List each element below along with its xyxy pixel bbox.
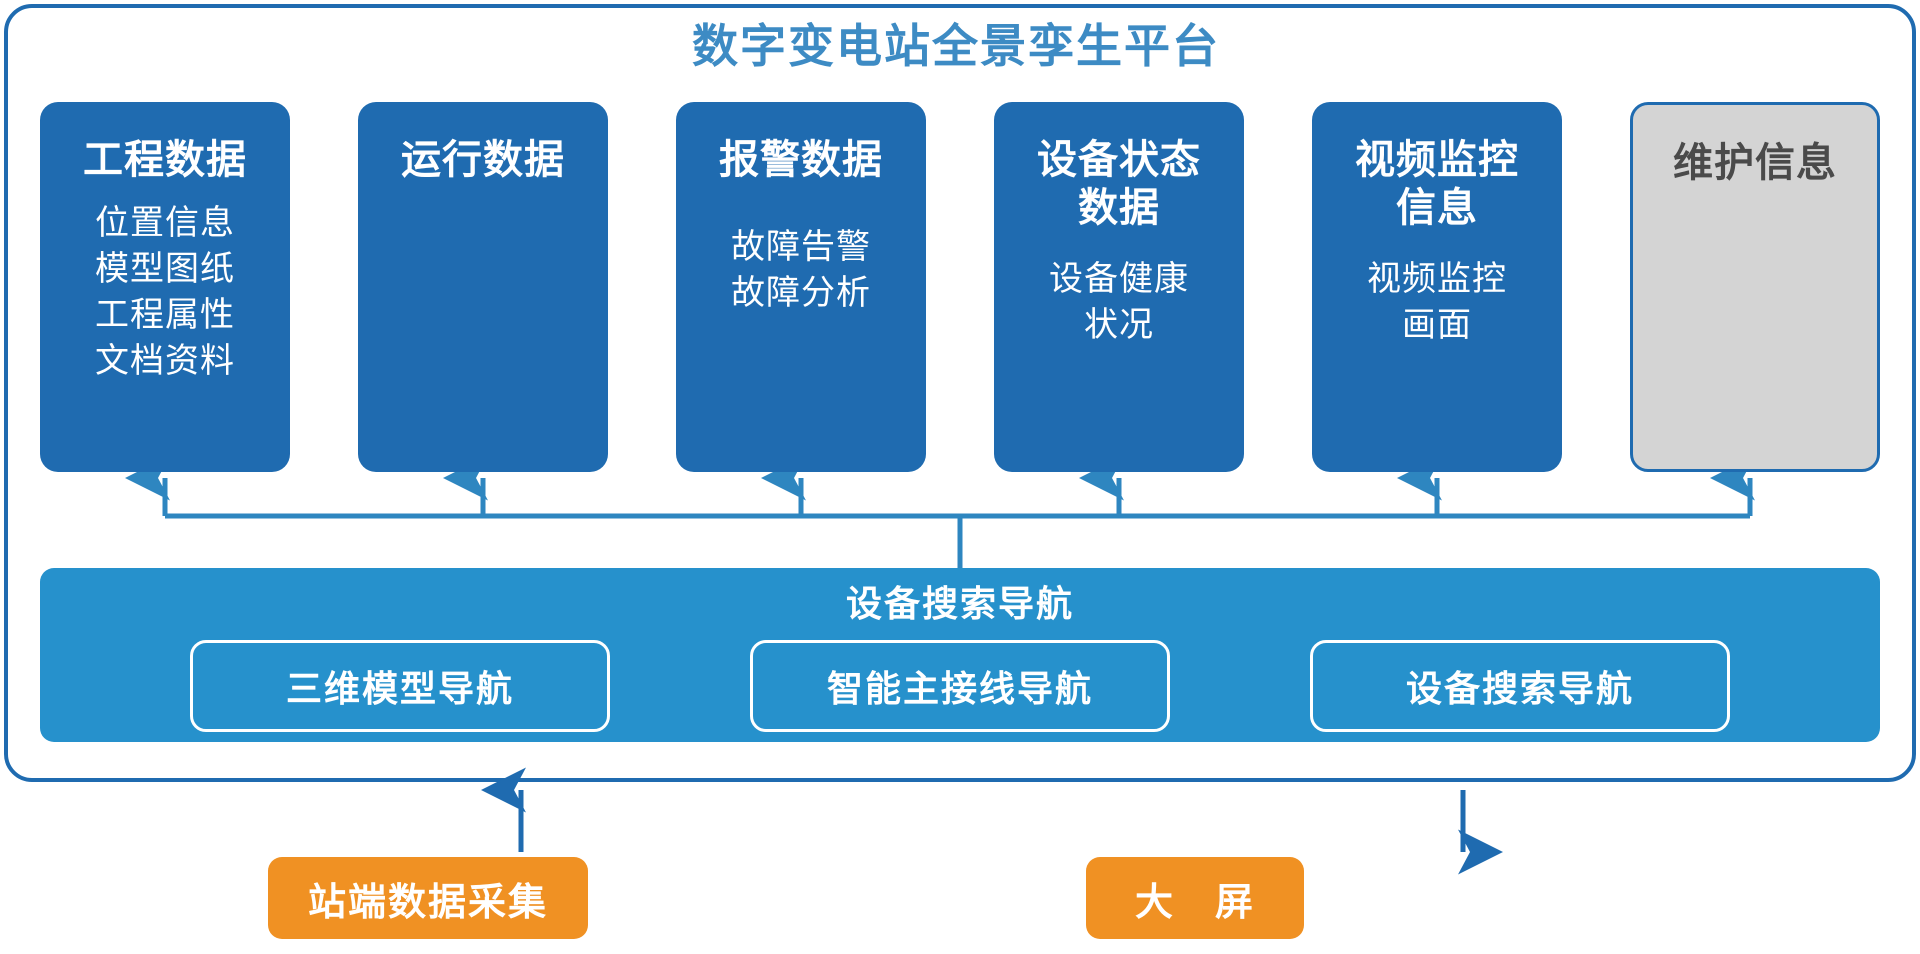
card-item: 文档资料	[95, 342, 235, 380]
nav-button-model-3d[interactable]: 三维模型导航	[190, 640, 610, 732]
card-title: 报警数据	[719, 138, 883, 182]
card-item: 视频监控	[1367, 260, 1507, 298]
card-title: 视频监控 信息	[1355, 138, 1519, 230]
card-engineering-data[interactable]: 工程数据 位置信息 模型图纸 工程属性 文档资料	[40, 102, 290, 472]
nav-button-device-search[interactable]: 设备搜索导航	[1310, 640, 1730, 732]
nav-bar-title: 设备搜索导航	[845, 583, 1074, 624]
card-device-status-data[interactable]: 设备状态 数据 设备健康 状况	[994, 102, 1244, 472]
card-title: 设备状态 数据	[1037, 138, 1201, 230]
card-title: 维护信息	[1673, 141, 1837, 185]
card-item-list: 设备健康 状况	[1049, 256, 1189, 348]
source-station-data-collection[interactable]: 站端数据采集	[268, 857, 588, 939]
card-item: 故障告警	[731, 228, 871, 266]
card-item: 位置信息	[95, 204, 235, 242]
card-item: 设备健康	[1049, 260, 1189, 298]
card-title: 工程数据	[83, 138, 247, 182]
nav-button-smart-mainline[interactable]: 智能主接线导航	[750, 640, 1170, 732]
card-item: 状况	[1084, 306, 1154, 344]
data-card-row: 工程数据 位置信息 模型图纸 工程属性 文档资料 运行数据 报警数据 故障告警 …	[40, 102, 1880, 472]
card-item-list: 位置信息 模型图纸 工程属性 文档资料	[95, 200, 235, 384]
card-item: 模型图纸	[95, 250, 235, 288]
card-maintenance-info[interactable]: 维护信息	[1630, 102, 1880, 472]
card-title: 运行数据	[401, 138, 565, 182]
card-video-surveillance-info[interactable]: 视频监控 信息 视频监控 画面	[1312, 102, 1562, 472]
card-item-list: 故障告警 故障分析	[731, 224, 871, 316]
card-item: 故障分析	[731, 274, 871, 312]
device-search-nav-bar: 设备搜索导航 三维模型导航 智能主接线导航 设备搜索导航	[40, 568, 1880, 742]
page-title: 数字变电站全景孪生平台	[692, 20, 1220, 72]
card-item-list: 视频监控 画面	[1367, 256, 1507, 348]
card-operation-data[interactable]: 运行数据	[358, 102, 608, 472]
card-item: 工程属性	[95, 296, 235, 334]
card-item: 画面	[1402, 306, 1472, 344]
nav-button-group: 三维模型导航 智能主接线导航 设备搜索导航	[40, 640, 1880, 732]
source-large-screen[interactable]: 大 屏	[1086, 857, 1304, 939]
card-alarm-data[interactable]: 报警数据 故障告警 故障分析	[676, 102, 926, 472]
